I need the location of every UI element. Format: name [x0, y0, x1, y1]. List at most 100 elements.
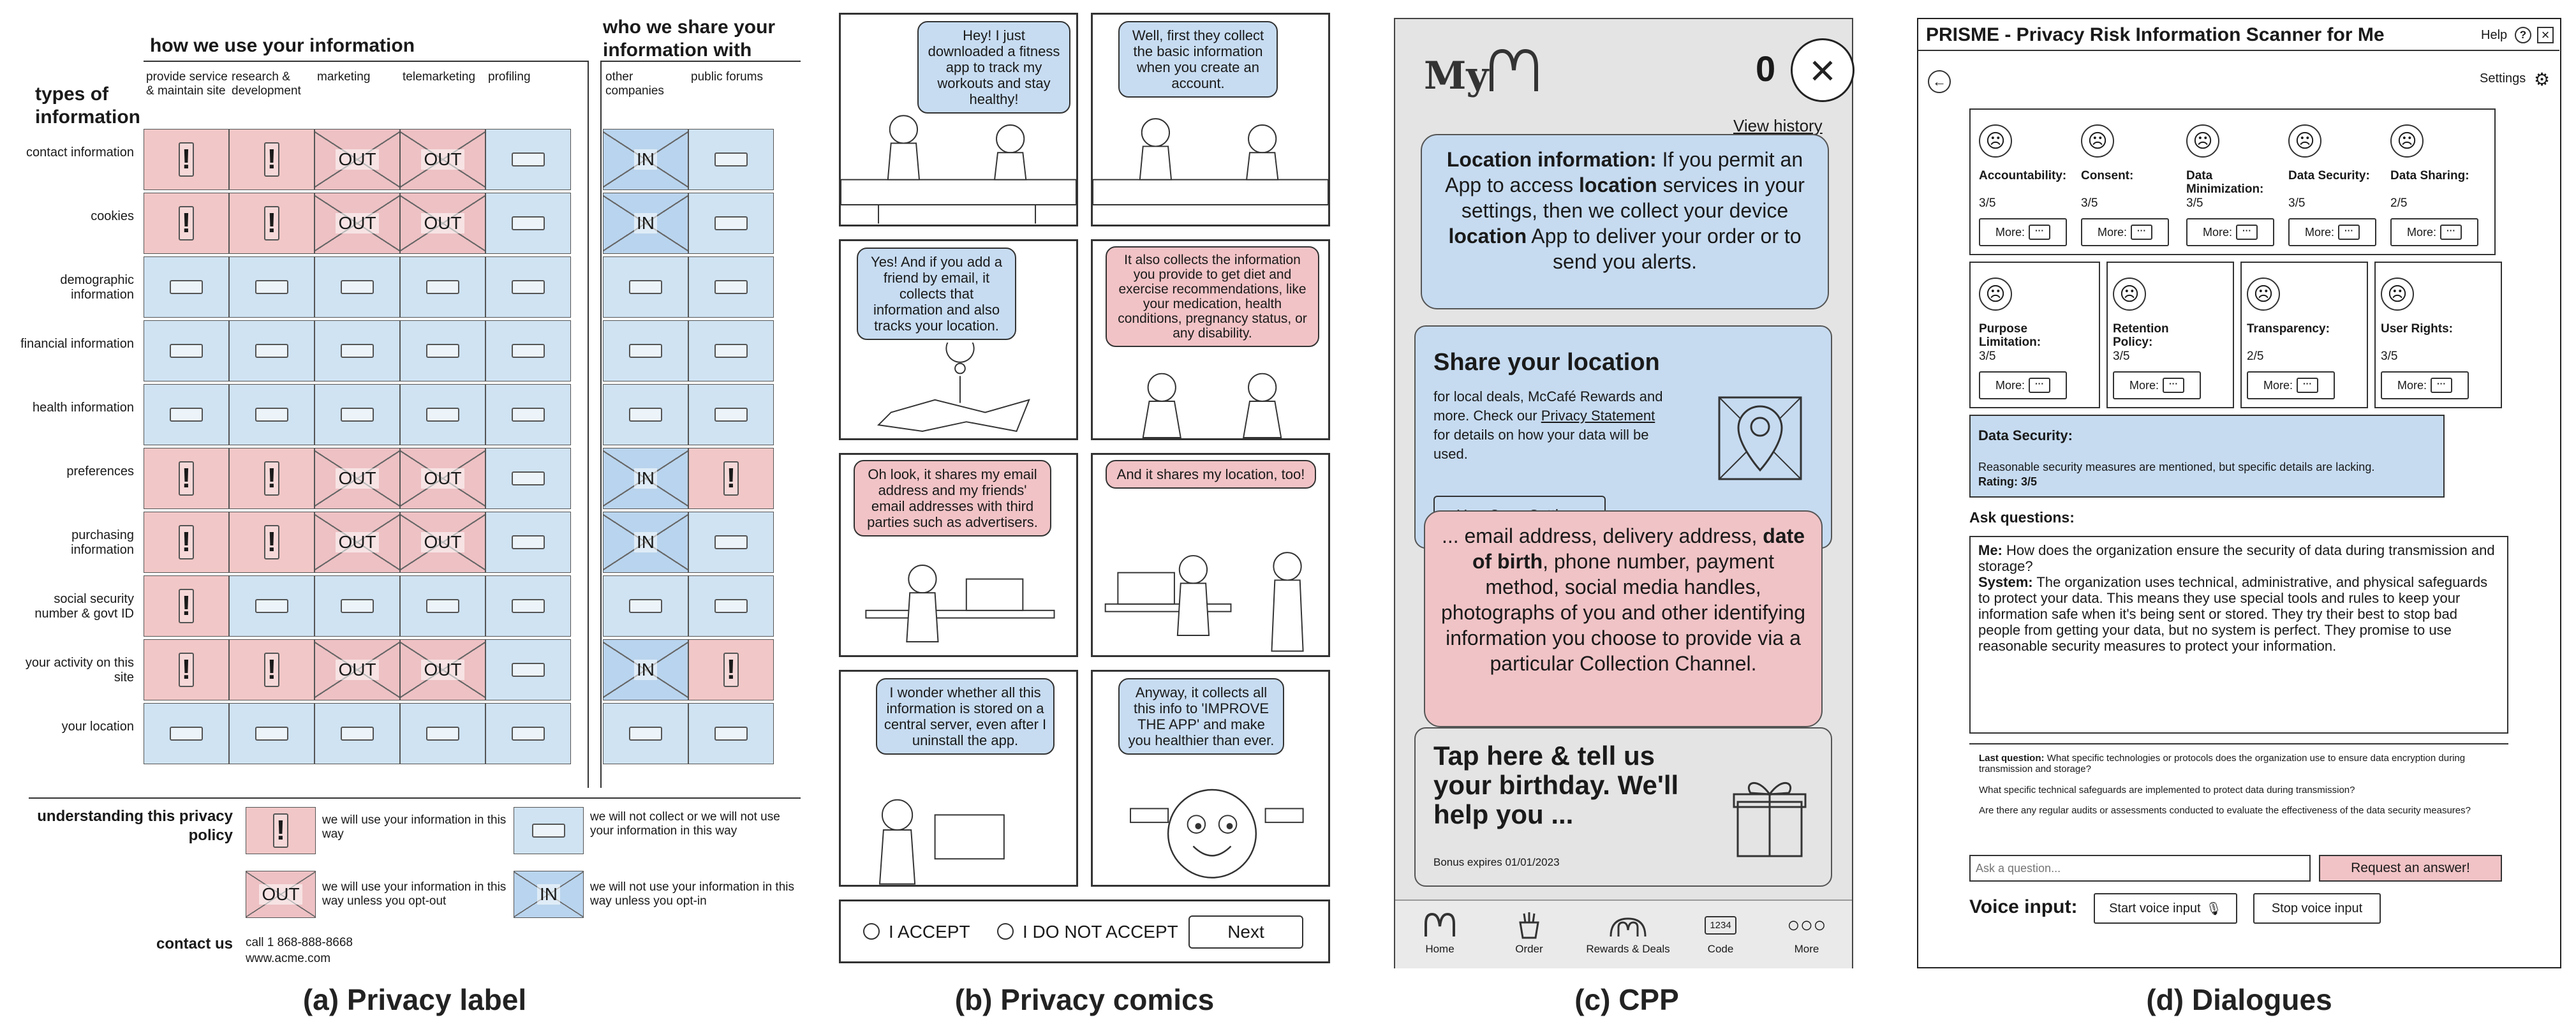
column-header: profiling — [488, 70, 531, 84]
label-row: social security number & govt ID! — [34, 574, 788, 638]
exclamation-icon: ! — [179, 142, 194, 177]
cell-not — [400, 575, 485, 637]
code-icon-text: 1234 — [1705, 915, 1736, 935]
birthday-card[interactable]: Tap here & tell us your birthday. We'll … — [1414, 727, 1832, 887]
close-icon[interactable]: × — [2537, 27, 2554, 43]
speech-bubble: And it shares my location, too! — [1106, 460, 1316, 489]
privacy-statement-link[interactable]: Privacy Statement — [1541, 408, 1655, 424]
speech-bubble: Oh look, it shares my email address and … — [854, 460, 1051, 537]
dash-icon — [426, 344, 459, 358]
dash-icon — [629, 280, 662, 294]
caption-a: (a) Privacy label — [302, 983, 527, 1016]
chat-transcript: Me: How does the organization ensure the… — [1969, 536, 2508, 734]
column-header: public forums — [691, 70, 763, 84]
cell-not — [688, 703, 774, 764]
exclamation-icon: ! — [264, 653, 279, 687]
more-button[interactable]: More:··· — [2081, 218, 2169, 246]
dimension-label: Consent: — [2081, 169, 2134, 182]
more-button[interactable]: More:··· — [1979, 371, 2067, 399]
more-button[interactable]: More:··· — [2390, 218, 2478, 246]
row-label: your activity on this site — [25, 656, 134, 685]
contact-web[interactable]: www.acme.com — [246, 952, 331, 965]
decline-radio[interactable] — [997, 923, 1014, 940]
dash-icon — [170, 727, 203, 741]
dash-icon — [341, 599, 374, 613]
accept-radio[interactable] — [863, 923, 880, 940]
decline-label[interactable]: I DO NOT ACCEPT — [1023, 922, 1178, 942]
chat-bubble-icon: ··· — [2131, 225, 2152, 240]
comic-panel-5: Oh look, it shares my email address and … — [839, 453, 1078, 657]
suggested-question[interactable]: What specific technical safeguards are i… — [1979, 785, 2355, 796]
chat-bubble-icon: ··· — [2029, 225, 2050, 240]
speech-bubble: Well, first they collect the basic infor… — [1118, 21, 1278, 98]
tab-order-label: Order — [1515, 943, 1543, 955]
help-link[interactable]: Help — [2481, 28, 2508, 42]
stop-voice-button[interactable]: Stop voice input — [2253, 893, 2381, 924]
cell-not — [400, 256, 485, 318]
cell-use: ! — [229, 193, 315, 254]
dash-icon — [512, 280, 545, 294]
cell-out: OUT — [315, 193, 400, 254]
cell-not — [485, 703, 571, 764]
cell-not — [315, 384, 400, 445]
more-button[interactable]: More:··· — [2381, 371, 2469, 399]
cell-out: OUT — [315, 512, 400, 573]
out-tag: OUT — [421, 532, 464, 552]
more-label: More: — [2263, 378, 2293, 392]
help-icon[interactable]: ? — [2515, 27, 2531, 43]
dash-icon — [255, 727, 288, 741]
cell-not — [315, 703, 400, 764]
more-button[interactable]: More:··· — [2247, 371, 2335, 399]
column-header: marketing — [317, 70, 371, 84]
suggested-question[interactable]: Are there any regular audits or assessme… — [1979, 805, 2471, 816]
voice-input-label: Voice input: — [1969, 896, 2078, 917]
points-count: 0 — [1756, 48, 1776, 89]
cell-not — [485, 384, 571, 445]
in-tag: IN — [634, 149, 657, 170]
cell-not — [400, 384, 485, 445]
out-tag: OUT — [336, 149, 379, 170]
last-question[interactable]: Last question: What specific technologie… — [1979, 753, 2502, 774]
cell-not — [144, 384, 229, 445]
legend-use-text: we will use your information in this way — [322, 813, 507, 841]
cell-use: ! — [229, 512, 315, 573]
close-icon[interactable]: × — [1791, 38, 1854, 102]
row-label: health information — [33, 401, 134, 415]
more-button[interactable]: More:··· — [2186, 218, 2274, 246]
arches-logo-icon — [1490, 48, 1539, 91]
tab-more[interactable]: ○○○More — [1768, 907, 1845, 956]
me-label: Me: — [1978, 542, 2002, 558]
collection-info-callout: ... email address, delivery address, dat… — [1424, 510, 1823, 727]
tab-order[interactable]: Order — [1491, 907, 1567, 956]
exclamation-icon: ! — [723, 461, 739, 496]
two-people-sitting-illustration — [841, 115, 1076, 224]
question-input[interactable] — [1969, 855, 2311, 882]
settings-link[interactable]: Settings — [2480, 71, 2526, 85]
next-button[interactable]: Next — [1188, 915, 1303, 949]
more-button[interactable]: More:··· — [2113, 371, 2201, 399]
accept-label[interactable]: I ACCEPT — [889, 922, 970, 942]
dash-icon — [629, 599, 662, 613]
request-answer-button[interactable]: Request an answer! — [2319, 855, 2502, 882]
more-button[interactable]: More: ··· — [1979, 218, 2067, 246]
tab-rewards[interactable]: Rewards & Deals — [1580, 907, 1676, 956]
start-voice-button[interactable]: Start voice input🎙 — [2094, 893, 2237, 924]
gear-icon[interactable]: ⚙ — [2534, 70, 2550, 89]
more-button[interactable]: More:··· — [2288, 218, 2376, 246]
dash-icon — [629, 727, 662, 741]
cell-not — [229, 575, 315, 637]
comic-panel-3: Yes! And if you add a friend by email, i… — [839, 239, 1078, 440]
tab-home[interactable]: Home — [1402, 907, 1478, 956]
exclamation-icon: ! — [264, 142, 279, 177]
neutral-face-icon: ☹ — [1979, 124, 2012, 158]
back-arrow-icon[interactable]: ← — [1928, 70, 1951, 93]
more-label: More: — [1995, 225, 2025, 239]
out-tag: OUT — [421, 213, 464, 233]
cell-in: IN — [603, 639, 688, 700]
section-separator — [588, 61, 602, 788]
view-history-link[interactable]: View history — [1733, 116, 1823, 135]
legend-divider — [29, 797, 801, 799]
